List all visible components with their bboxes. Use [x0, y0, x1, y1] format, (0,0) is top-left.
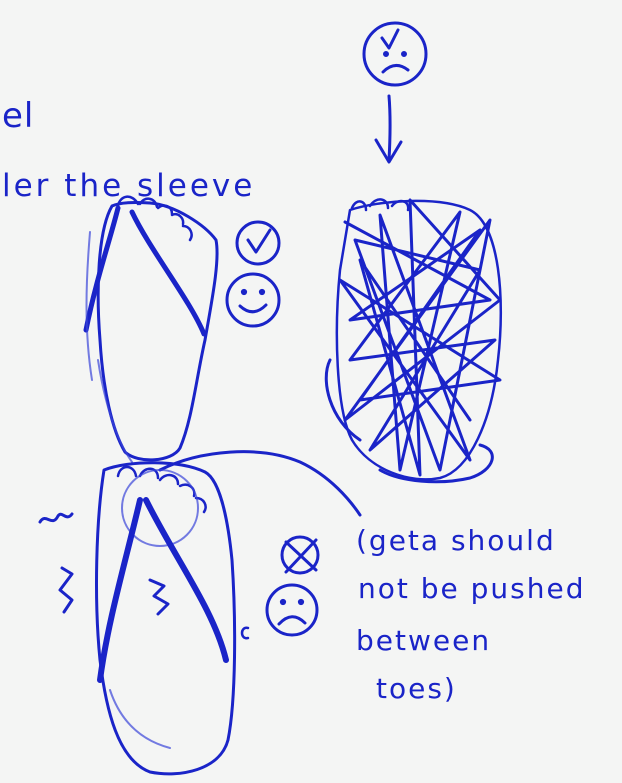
down-arrow-icon	[376, 96, 401, 162]
frown-face-icon	[267, 585, 317, 635]
note-line-3: between	[356, 624, 491, 657]
cross-circle-icon	[282, 537, 318, 573]
bottom-foot-drawing	[40, 463, 248, 774]
check-circle-icon	[237, 222, 279, 264]
note-line-1: (geta should	[356, 524, 556, 557]
sleeve-label: ler the sleeve	[2, 168, 255, 204]
sad-face-icon	[364, 23, 426, 85]
scribble-icon	[326, 199, 501, 481]
note-line-4: toes)	[376, 672, 457, 705]
note-line-2: not be pushed	[358, 572, 586, 605]
top-foot-drawing	[86, 197, 217, 462]
happy-face-icon	[227, 274, 279, 326]
partial-label-top: el	[2, 96, 34, 136]
